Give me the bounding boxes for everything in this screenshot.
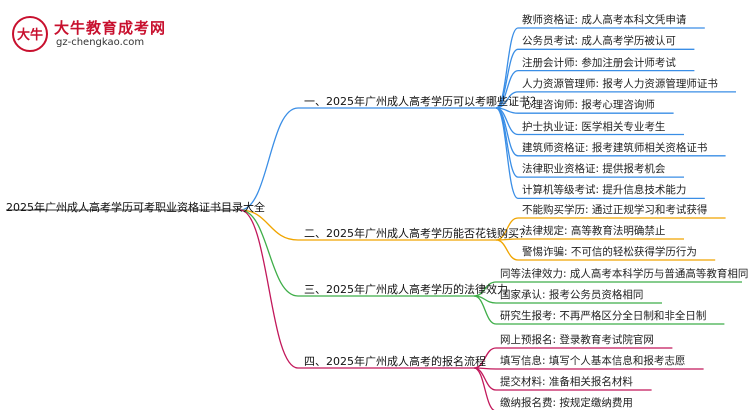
child-connector — [495, 69, 519, 109]
leaf-topic: 国家承认: 报考公务员资格相同 — [500, 289, 644, 301]
leaf-topic: 同等法律效力: 成人高考本科学历与普通高等教育相同 — [500, 268, 749, 280]
leaf-topic: 研究生报考: 不再严格区分全日制和非全日制 — [500, 310, 707, 322]
leaf-topic: 网上预报名: 登录教育考试院官网 — [500, 334, 654, 346]
root-topic: 2025年广州成人高考学历可考职业资格证书目录大全 — [6, 201, 265, 214]
branch-label: 二、2025年广州成人高考学历能否花钱购买？ — [304, 227, 530, 240]
leaf-topic: 计算机等级考试: 提升信息技术能力 — [522, 184, 687, 197]
logo-url: gz-chengkao.com — [56, 37, 145, 48]
leaf-topic: 公务员考试: 成人高考学历被认可 — [522, 35, 676, 48]
logo-title: 大牛教育成考网 — [54, 19, 167, 37]
leaf-topic: 人力资源管理师: 报考人力资源管理师证书 — [522, 77, 718, 90]
leaf-topic: 法律规定: 高等教育法明确禁止 — [522, 225, 666, 237]
site-logo: 大牛 大牛教育成考网 gz-chengkao.com — [10, 14, 190, 54]
leaf-topic: 心理咨询师: 报考心理咨询师 — [522, 99, 655, 112]
leaf-topic: 护士执业证: 医学相关专业考生 — [522, 120, 666, 133]
child-connector — [495, 107, 519, 178]
bull-logo-icon: 大牛 — [12, 16, 48, 52]
branch-connector — [239, 107, 299, 211]
branch-connector — [239, 209, 299, 241]
branch-label: 三、2025年广州成人高考学历的法律效力 — [304, 283, 508, 296]
leaf-topic: 不能购买学历: 通过正规学习和考试获得 — [522, 204, 708, 216]
leaf-topic: 法律职业资格证: 提供报考机会 — [522, 163, 666, 176]
leaf-topic: 教师资格证: 成人高考本科文凭申请 — [522, 14, 687, 26]
leaf-topic: 警惕诈骗: 不可信的轻松获得学历行为 — [522, 246, 697, 258]
child-connector — [473, 367, 497, 391]
child-connector — [473, 295, 497, 325]
leaf-topic: 缴纳报名费: 按规定缴纳费用 — [500, 397, 633, 409]
child-connector — [495, 107, 519, 200]
logo-mark-text: 大牛 — [17, 27, 43, 43]
leaf-topic: 建筑师资格证: 报考建筑师相关资格证书 — [522, 141, 708, 154]
child-connector — [495, 239, 519, 261]
branch-connector — [239, 209, 299, 297]
leaf-topic: 填写信息: 填写个人基本信息和报考志愿 — [500, 355, 686, 367]
leaf-topic: 注册会计师: 参加注册会计师考试 — [522, 56, 676, 69]
branch-label: 四、2025年广州成人高考的报名流程 — [304, 355, 486, 368]
branch-label: 一、2025年广州成人高考学历可以考哪些证书？ — [304, 95, 541, 108]
branch-connector — [239, 209, 299, 369]
leaf-topic: 提交材料: 准备相关报名材料 — [500, 376, 633, 388]
